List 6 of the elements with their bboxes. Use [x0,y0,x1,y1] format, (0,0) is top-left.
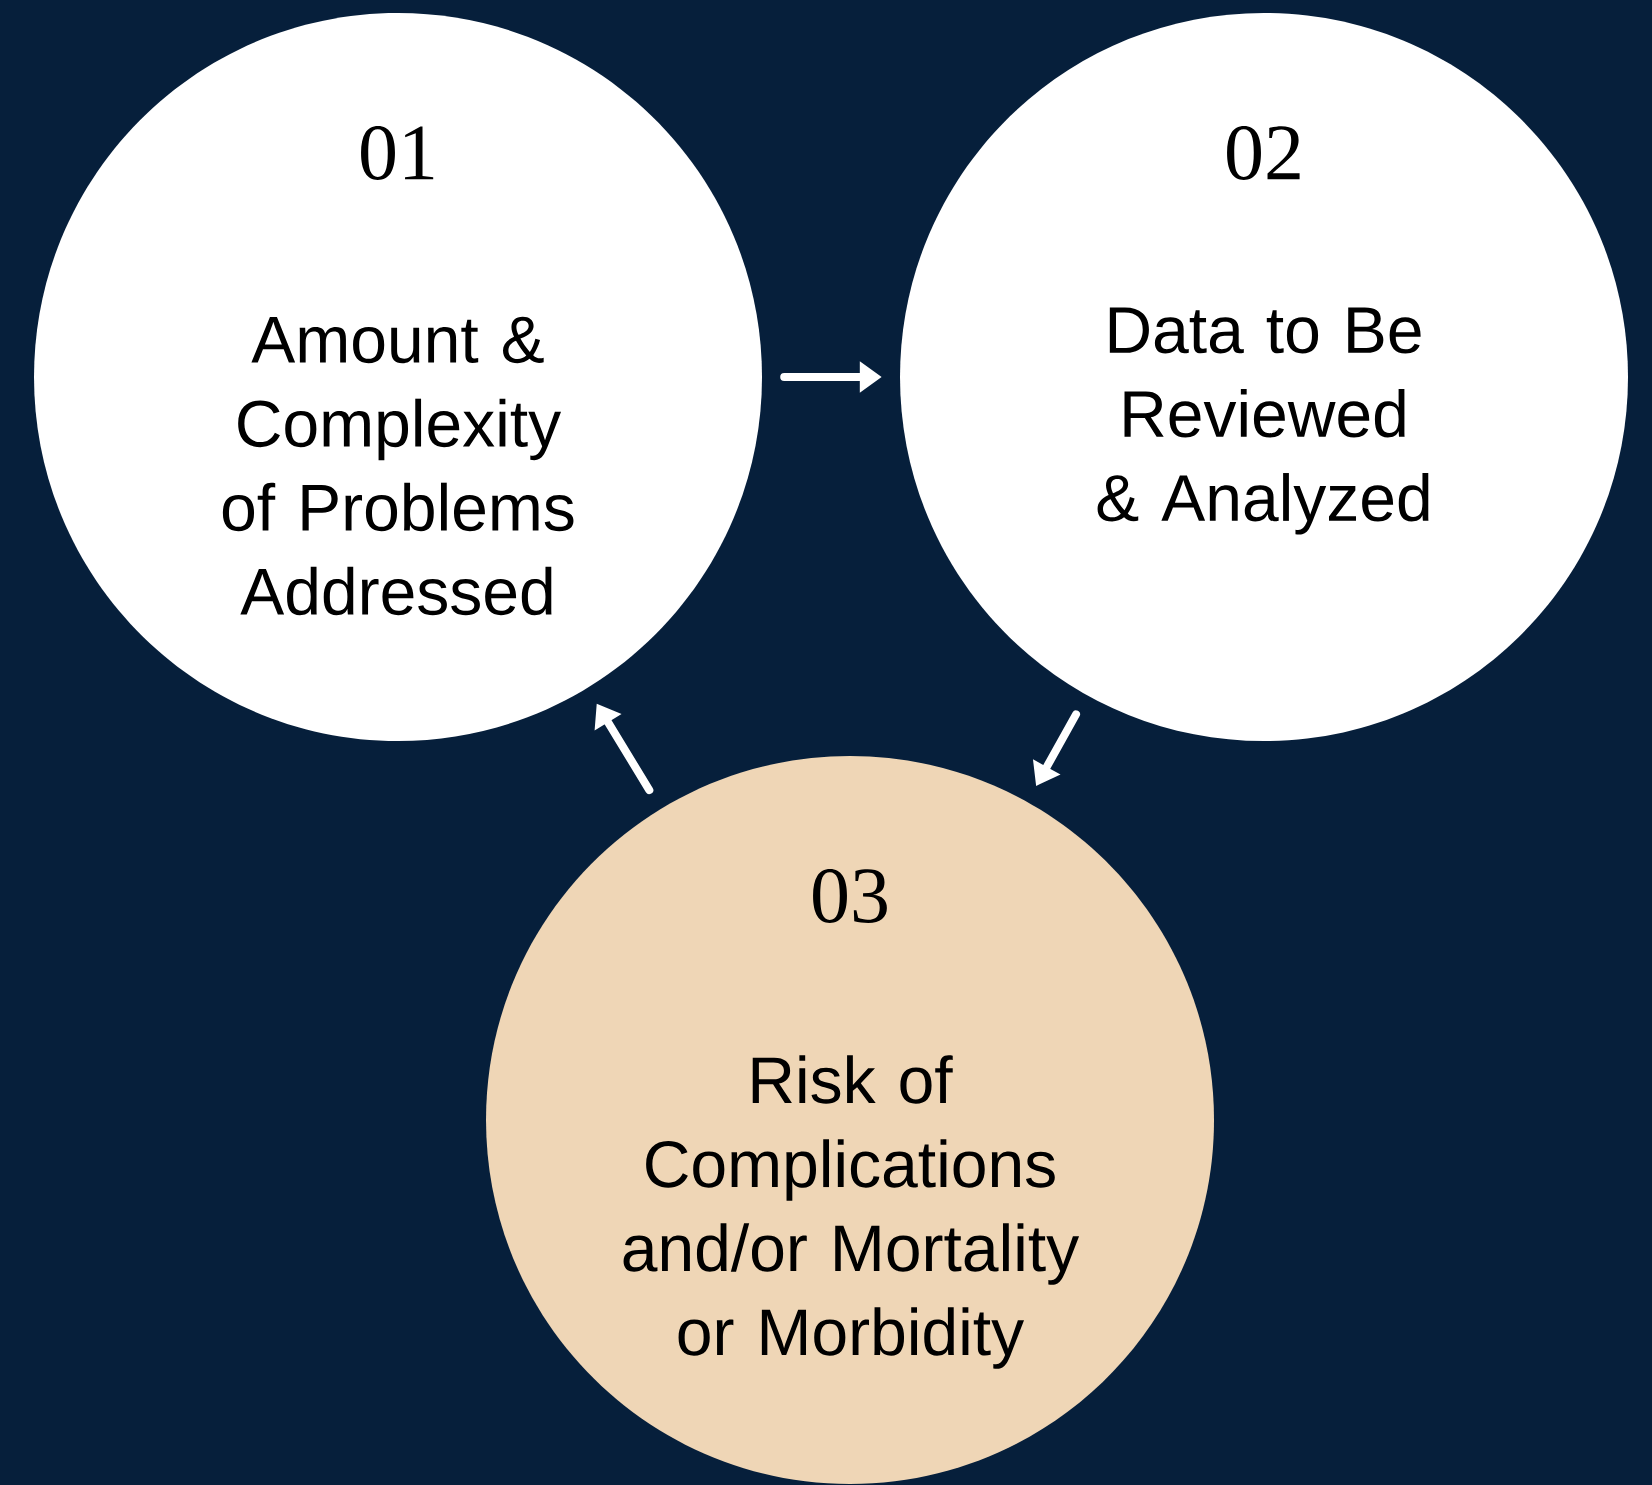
step-number: 03 [813,869,887,923]
step-description: Data to Be Reviewed & Analyzed [1097,307,1429,535]
step-description: Risk of Complications and/or Mortality or Morbidity [623,1055,1080,1369]
step-number: 02 [1227,126,1300,180]
step-number: 01 [361,126,434,180]
step-description: Amount & Complexity of Problems Addressed [222,316,574,616]
